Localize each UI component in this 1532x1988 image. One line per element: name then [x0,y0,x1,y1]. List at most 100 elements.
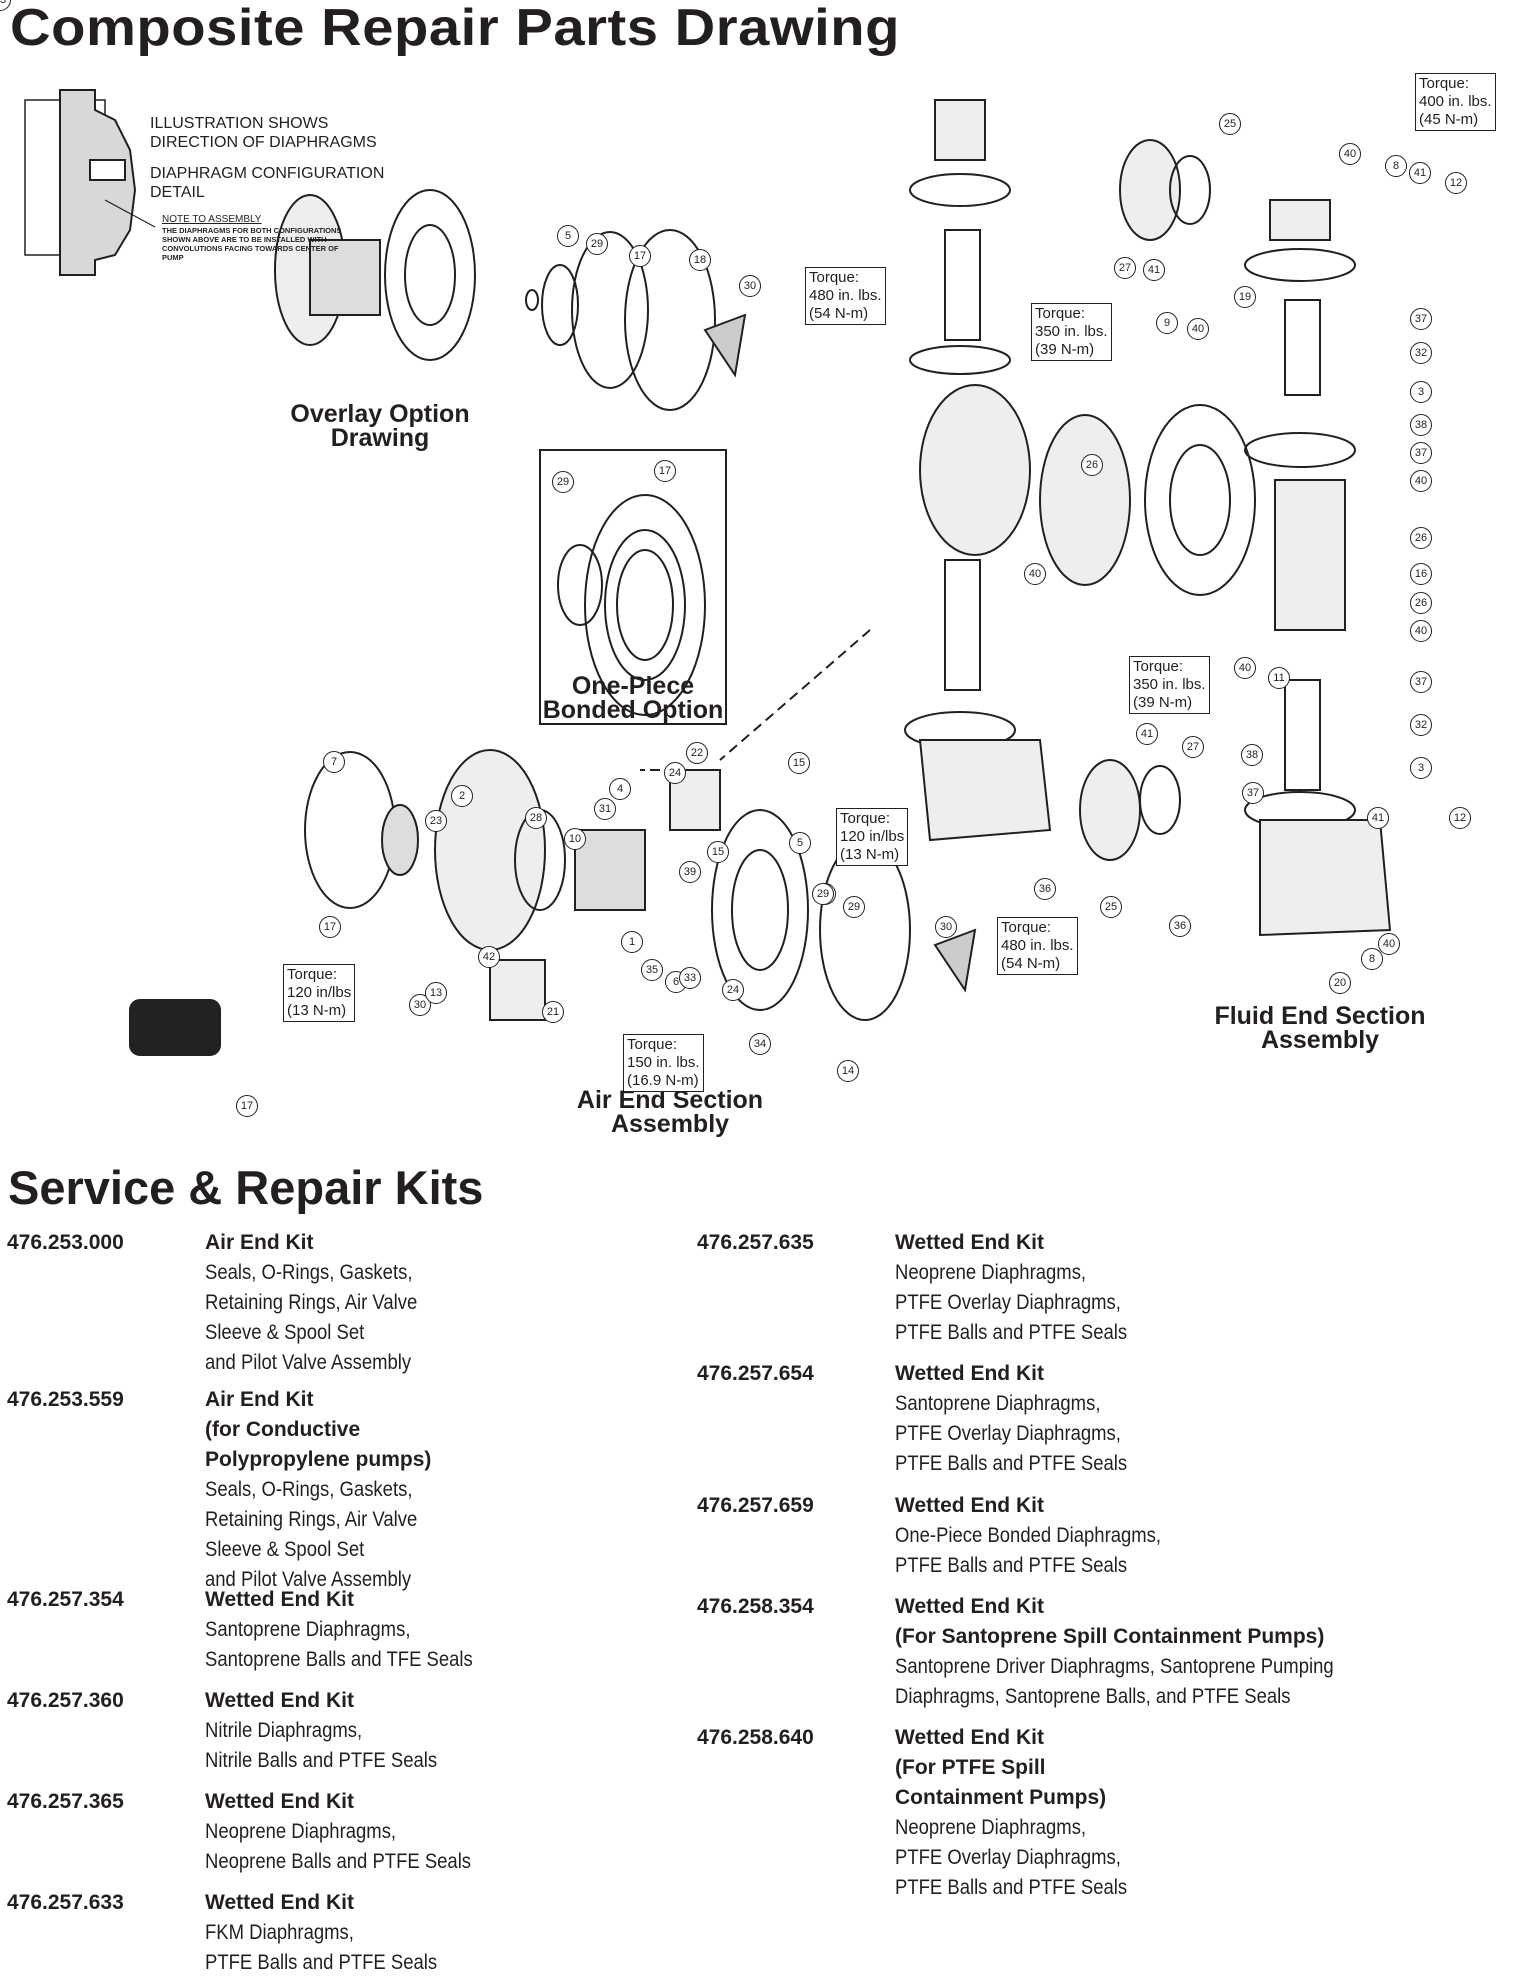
note-body: THE DIAPHRAGMS FOR BOTH CONFIGURATIONS S… [162,226,342,262]
bonded-option-parts [557,494,706,716]
torque-line: (39 N-m) [1133,694,1193,711]
part-callout: 11 [1268,667,1290,689]
bonded-option-box [539,449,727,725]
kit-name: Wetted End Kit [205,1891,354,1914]
part-callout: 26 [1410,527,1432,549]
part-callout: 33 [679,967,701,989]
part-callout: 34 [749,1033,771,1055]
cross-section-detail [24,89,156,276]
part-callout: 38 [1241,744,1263,766]
kit-description-line: PTFE Balls and PTFE Seals [895,1876,1128,1899]
part-callout: 18 [689,249,711,271]
torque-line: (39 N-m) [1035,341,1095,358]
section-title: Service & Repair Kits [8,1161,484,1214]
torque-line: Torque: [840,810,891,827]
kit-part-number: 476.257.654 [697,1362,814,1385]
torque-line: 350 in. lbs. [1035,323,1108,340]
kit-description-line: PTFE Overlay Diaphragms, [895,1291,1121,1314]
torque-line: (13 N-m) [287,1002,347,1019]
torque-box: Torque: 120 in/lbs (13 N-m) [836,808,909,866]
torque-line: Torque: [1419,75,1470,92]
kit-description-line: Neoprene Diaphragms, [205,1820,397,1843]
torque-line: Torque: [1001,919,1052,936]
kit-description-line: Neoprene Balls and PTFE Seals [205,1850,472,1873]
kit-name: Wetted End Kit [895,1362,1044,1385]
kit-details: Wetted End Kit (For PTFE Spill Containmen… [895,1723,1159,1903]
part-callout: 35 [641,959,663,981]
label-line: Fluid End Section [1214,1002,1426,1030]
kit-name: Wetted End Kit [205,1588,354,1611]
part-callout: 24 [722,979,744,1001]
kit-name: Wetted End Kit [895,1595,1044,1618]
kit-part-number: 476.257.365 [7,1790,124,1813]
kit-description-line: PTFE Overlay Diaphragms, [895,1422,1121,1445]
kit-description-line: Seals, O-Rings, Gaskets, [205,1478,413,1501]
part-callout: 31 [594,798,616,820]
part-callout: 40 [1339,143,1361,165]
part-callout: 37 [1242,782,1264,804]
exploded-parts-diagram [24,89,1392,1056]
part-callout: 3 [1410,757,1432,779]
part-callout: 37 [1410,442,1432,464]
kit-name: Air End Kit [205,1231,314,1254]
part-callout: 12 [1445,172,1467,194]
kit-name: Wetted End Kit [895,1726,1044,1749]
torque-line: (16.9 N-m) [627,1072,699,1089]
kit-subtitle: (for Conductive Polypropylene pumps) [205,1418,432,1471]
bonded-option-label: One-Piece Bonded Option [539,674,727,723]
kit-description-line: Retaining Rings, Air Valve [205,1508,418,1531]
kit-subtitle: (For Santoprene Spill Containment Pumps) [895,1625,1325,1648]
kit-description-line: PTFE Balls and PTFE Seals [895,1452,1128,1475]
part-callout: 13 [425,982,447,1004]
torque-box: Torque: 350 in. lbs. (39 N-m) [1129,656,1210,714]
kit-part-number: 476.257.360 [7,1689,124,1712]
part-callout: 32 [1410,714,1432,736]
kit-description-line: PTFE Balls and PTFE Seals [205,1951,438,1974]
torque-line: Torque: [627,1036,678,1053]
detail-note-line: DIRECTION OF DIAPHRAGMS [150,134,377,151]
torque-box: Torque: 350 in. lbs. (39 N-m) [1031,303,1112,361]
kit-subtitle: (For PTFE Spill Containment Pumps) [895,1756,1107,1809]
part-callout: 5 [789,832,811,854]
kit-description-line: Retaining Rings, Air Valve [205,1291,418,1314]
part-callout: 22 [686,742,708,764]
air-end-label: Air End Section Assembly [540,1088,800,1138]
kit-description-line: Santoprene Diaphragms, [895,1392,1101,1415]
kit-details: Air End Kit(for Conductive Polypropylene… [205,1385,446,1595]
torque-box: Torque: 480 in. lbs. (54 N-m) [997,917,1078,975]
part-callout: 26 [1410,592,1432,614]
part-callout: 37 [1410,671,1432,693]
kit-description-line: FKM Diaphragms, [205,1921,354,1944]
torque-line: (45 N-m) [1419,111,1479,128]
part-callout: 32 [1410,342,1432,364]
part-callout: 9 [1156,312,1178,334]
kit-description-line: Seals, O-Rings, Gaskets, [205,1261,413,1284]
part-callout: 40 [1234,657,1256,679]
kit-description-line: and Pilot Valve Assembly [205,1568,412,1591]
overlay-option-label: Overlay Option Drawing [270,402,490,451]
torque-line: (54 N-m) [1001,955,1061,972]
kit-description-line: Santoprene Diaphragms, [205,1618,411,1641]
part-callout: 1 [621,931,643,953]
part-callout: 17 [236,1095,258,1117]
torque-box: Torque: 480 in. lbs. (54 N-m) [805,267,886,325]
part-callout: 20 [1329,972,1351,994]
part-callout: 7 [323,751,345,773]
part-callout: 17 [654,460,676,482]
part-callout: 37 [1410,308,1432,330]
kit-part-number: 476.257.635 [697,1231,814,1254]
kit-part-number: 476.253.000 [7,1231,124,1254]
part-callout: 30 [935,916,957,938]
label-line: Assembly [610,1110,730,1138]
part-callout: 28 [525,807,547,829]
kit-description-line: Diaphragms, Santoprene Balls, and PTFE S… [895,1685,1291,1708]
torque-line: Torque: [1133,658,1184,675]
kit-description-line: Nitrile Diaphragms, [205,1719,363,1742]
torque-line: Torque: [1035,305,1086,322]
part-callout: 14 [837,1060,859,1082]
